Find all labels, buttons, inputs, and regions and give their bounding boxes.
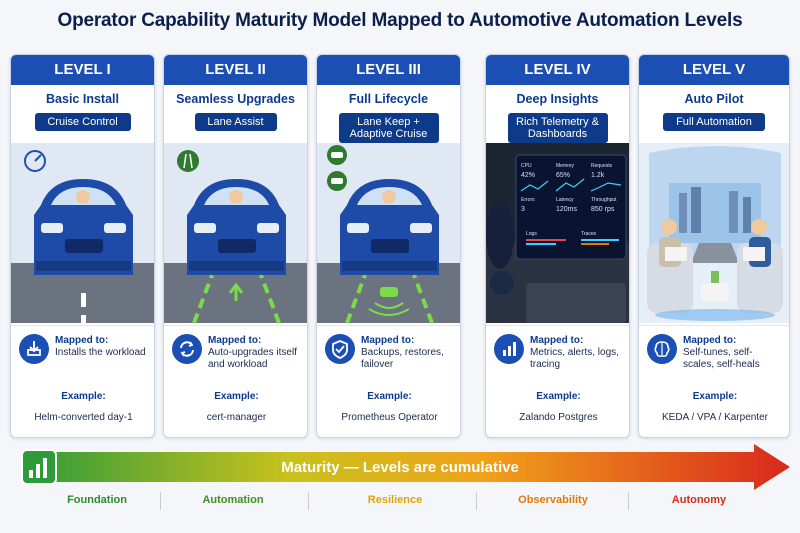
adaptive-cruise-icon [327, 171, 347, 191]
logs-label: Logs [526, 231, 537, 237]
maturity-arrow [21, 444, 790, 490]
refresh-icon [172, 334, 202, 364]
mapped-label: Mapped to: [208, 335, 262, 346]
stage-divider [160, 492, 161, 510]
mapped-text: Backups, restores, failover [361, 347, 444, 370]
download-icon [19, 334, 49, 364]
car-icon [187, 179, 286, 275]
cpu-value: 42% [521, 172, 535, 179]
example-label: Example: [692, 391, 738, 402]
level-2-header: LEVEL II [164, 55, 307, 85]
lane-icon [177, 150, 199, 172]
maturity-stages: Foundation Automation Resilience Observa… [0, 492, 800, 512]
memory-value: 65% [556, 172, 570, 179]
level-1-card: LEVEL I Basic Install Cruise Control [10, 54, 155, 438]
throughput-label: Throughput [591, 197, 617, 203]
requests-value: 1.2k [591, 172, 605, 179]
latency-label: Latency [556, 197, 574, 203]
level-1-example: Example: Helm-converted day-1 [11, 385, 154, 423]
level-2-card: LEVEL II Seamless Upgrades Lane Assist [163, 54, 308, 438]
stage-foundation: Foundation [67, 494, 127, 506]
level-5-header: LEVEL V [639, 55, 789, 85]
example-label: Example: [536, 391, 581, 402]
example-label: Example: [367, 391, 412, 402]
latency-value: 120ms [556, 206, 578, 213]
stage-automation: Automation [202, 494, 264, 506]
memory-label: Memory [556, 163, 575, 169]
example-value: cert-manager [206, 412, 267, 423]
example-value: Zalando Postgres [519, 412, 598, 423]
example-value: KEDA / VPA / Karpenter [662, 412, 768, 423]
level-3-example: Example: Prometheus Operator [317, 385, 460, 423]
mapped-text: Installs the workload [55, 347, 146, 358]
lane-assist-car-scene [164, 143, 307, 323]
adaptive-cruise-car-scene [317, 143, 460, 323]
mapped-label: Mapped to: [55, 335, 109, 346]
page-title: Operator Capability Maturity Model Mappe… [57, 10, 743, 31]
level-5-example: Example: KEDA / VPA / Karpenter [639, 385, 789, 423]
level-2-mapped: Mapped to: Auto-upgrades itself and work… [164, 325, 307, 383]
telemetry-dashboard-scene: CPU 42% Memory 65% Requests 1.2k Errors … [486, 143, 629, 323]
lane-keep-icon [327, 145, 347, 165]
example-value: Helm-converted day-1 [34, 412, 133, 423]
level-4-mapped: Mapped to: Metrics, alerts, logs, tracin… [486, 325, 629, 383]
example-label: Example: [214, 391, 259, 402]
mapped-label: Mapped to: [361, 335, 415, 346]
level-1-header: LEVEL I [11, 55, 154, 85]
level-4-capability: Deep Insights [516, 92, 599, 106]
level-4-automation-pill: Rich Telemetry & Dashboards [507, 113, 608, 143]
mapped-label: Mapped to: [530, 335, 584, 346]
level-1-capability: Basic Install [46, 92, 119, 106]
speedometer-icon [24, 150, 46, 172]
bar-chart-icon [494, 334, 524, 364]
brain-icon [647, 334, 677, 364]
level-5-capability: Auto Pilot [684, 92, 744, 106]
cruise-control-car-scene [11, 143, 154, 323]
stage-observability: Observability [518, 494, 588, 506]
mapped-text: Auto-upgrades itself and workload [208, 347, 297, 370]
level-3-automation-pill: Lane Keep + Adaptive Cruise [338, 113, 439, 143]
autonomous-cabin-scene [639, 143, 789, 323]
traces-label: Traces [581, 231, 597, 237]
level-3-mapped: Mapped to: Backups, restores, failover [317, 325, 460, 383]
mapped-text: Metrics, alerts, logs, tracing [530, 347, 619, 370]
level-2-automation-pill: Lane Assist [194, 113, 277, 131]
level-3-card: LEVEL III Full Lifecycle Lane Keep + Ada… [316, 54, 461, 438]
maturity-label: Maturity — Levels are cumulative [281, 459, 519, 476]
shield-icon [325, 334, 355, 364]
mapped-text: Self-tunes, self-scales, self-heals [683, 347, 760, 370]
level-1-automation-pill: Cruise Control [34, 113, 131, 131]
level-5-card: LEVEL V Auto Pilot Full Automation [638, 54, 790, 438]
level-3-header: LEVEL III [317, 55, 460, 85]
stage-divider [476, 492, 477, 510]
level-4-header: LEVEL IV [486, 55, 629, 85]
level-1-mapped: Mapped to: Installs the workload [11, 325, 154, 383]
level-4-example: Example: Zalando Postgres [486, 385, 629, 423]
mapped-label: Mapped to: [683, 335, 737, 346]
cpu-label: CPU [521, 163, 532, 169]
stage-autonomy: Autonomy [671, 494, 727, 506]
example-value: Prometheus Operator [341, 412, 438, 423]
level-2-capability: Seamless Upgrades [176, 92, 295, 106]
level-2-example: Example: cert-manager [164, 385, 307, 423]
level-5-automation-pill: Full Automation [663, 113, 765, 131]
example-label: Example: [61, 391, 106, 402]
levels-grid: LEVEL I Basic Install Cruise Control [10, 54, 790, 438]
car-icon [34, 179, 133, 275]
stage-divider [628, 492, 629, 510]
level-5-mapped: Mapped to: Self-tunes, self-scales, self… [639, 325, 789, 383]
level-3-capability: Full Lifecycle [348, 92, 429, 106]
car-icon [340, 179, 439, 275]
errors-value: 3 [521, 206, 525, 213]
errors-label: Errors [521, 197, 535, 203]
stage-resilience: Resilience [367, 494, 423, 506]
growth-chart-icon [21, 449, 57, 485]
level-4-card: LEVEL IV Deep Insights Rich Telemetry & … [485, 54, 630, 438]
stage-divider [308, 492, 309, 510]
requests-label: Requests [591, 163, 613, 169]
throughput-value: 850 rps [591, 206, 615, 213]
